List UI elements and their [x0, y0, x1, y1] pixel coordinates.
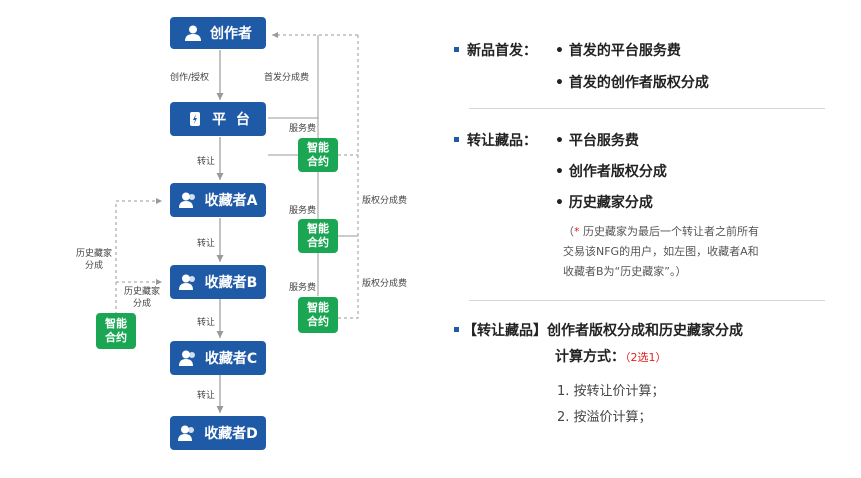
- divider: [469, 108, 825, 109]
- service-fee-label-2: 服务费: [289, 206, 317, 216]
- user-icon: [178, 350, 195, 366]
- bullet-dot: •: [555, 164, 564, 180]
- history-split-label-mid: 历史藏家分成: [120, 286, 164, 310]
- history-split-l2: 分成: [132, 299, 151, 309]
- collector-a-node: 收藏者A: [170, 183, 266, 217]
- note-line1: 历史藏家为最后一个转让者之前所有: [583, 225, 759, 238]
- item-text: 创作者版权分成: [568, 164, 667, 180]
- bullet-dot: •: [555, 133, 564, 149]
- sc-line1: 智能: [307, 301, 329, 314]
- smart-contract-2: 智能合约: [298, 219, 338, 253]
- user-icon: [178, 192, 195, 208]
- sc-line1: 智能: [307, 141, 329, 154]
- history-split-label-left: 历史藏家分成: [72, 248, 116, 272]
- service-fee-label-1: 服务费: [289, 124, 317, 134]
- collector-a-label: 收藏者A: [204, 193, 258, 209]
- collector-d-label: 收藏者D: [204, 426, 258, 442]
- smart-contract-1: 智能合约: [298, 138, 338, 172]
- method-2: 2. 按溢价计算；: [557, 410, 652, 425]
- square-bullet-icon: [454, 327, 459, 332]
- note-line3: 收藏者B为“历史藏家”。）: [563, 265, 687, 278]
- history-split-l2: 分成: [84, 261, 103, 271]
- history-collector-note: （* 历史藏家为最后一个转让者之前所有 交易该NFG的用户，如左图，收藏者A和 …: [563, 222, 843, 282]
- platform-icon: [190, 112, 201, 126]
- section2-item-1: • 平台服务费: [555, 130, 639, 150]
- history-split-l1: 历史藏家: [75, 249, 112, 259]
- section1-item-2: • 首发的创作者版权分成: [555, 72, 709, 92]
- item-text: 平台服务费: [568, 133, 639, 149]
- sc-line2: 合约: [307, 315, 329, 328]
- calc-method-label: 计算方式：: [555, 349, 625, 365]
- sc-line2: 合约: [105, 331, 127, 344]
- collector-c-label: 收藏者C: [204, 351, 258, 367]
- section3-subtitle: 计算方式：（2选1）: [555, 346, 667, 366]
- method-1: 1. 按转让价计算；: [557, 384, 665, 399]
- copyright-fee-label-2: 版权分成费: [362, 279, 408, 289]
- section1-title: 新品首发：: [467, 43, 537, 59]
- platform-label: 平 台: [212, 112, 250, 128]
- copyright-fee-label-1: 版权分成费: [362, 196, 408, 206]
- collector-d-node: 收藏者D: [170, 416, 266, 450]
- sc-line2: 合约: [307, 236, 329, 249]
- bullet-dot: •: [555, 195, 564, 211]
- note-star: *: [574, 225, 580, 238]
- square-bullet-icon: [454, 47, 459, 52]
- history-split-l1: 历史藏家: [123, 287, 160, 297]
- note-line2: 交易该NFG的用户，如左图，收藏者A和: [563, 245, 759, 258]
- sc-line1: 智能: [307, 222, 329, 235]
- service-fee-label-3: 服务费: [289, 283, 317, 293]
- section3-title: 【转让藏品】创作者版权分成和历史藏家分成: [463, 323, 743, 339]
- user-icon: [185, 25, 201, 41]
- creator-label: 创作者: [210, 26, 252, 42]
- item-text: 首发的创作者版权分成: [568, 75, 709, 91]
- smart-contract-3: 智能合约: [298, 297, 338, 333]
- section2-item-2: • 创作者版权分成: [555, 161, 667, 181]
- choose-one-note: （2选1）: [625, 351, 667, 364]
- collector-c-node: 收藏者C: [170, 341, 266, 375]
- transfer-label-2: 转让: [197, 239, 216, 249]
- first-sale-fee-label: 首发分成费: [264, 73, 310, 83]
- transfer-label-3: 转让: [197, 318, 216, 328]
- bullet-dot: •: [555, 75, 564, 91]
- create-authorize-label: 创作/授权: [170, 73, 210, 83]
- user-icon: [178, 425, 195, 441]
- transfer-label-4: 转让: [197, 391, 216, 401]
- divider: [469, 300, 825, 301]
- note-open: （: [563, 225, 574, 238]
- sc-line1: 智能: [105, 317, 127, 330]
- creator-node: 创作者: [170, 17, 266, 49]
- collector-b-node: 收藏者B: [170, 265, 266, 299]
- square-bullet-icon: [454, 137, 459, 142]
- section2-title: 转让藏品：: [467, 133, 537, 149]
- platform-node: 平 台: [170, 102, 266, 136]
- collector-b-label: 收藏者B: [204, 275, 258, 291]
- item-text: 历史藏家分成: [568, 195, 653, 211]
- bullet-dot: •: [555, 43, 564, 59]
- user-icon: [178, 274, 195, 290]
- sc-line2: 合约: [307, 155, 329, 168]
- section1-item-1: • 首发的平台服务费: [555, 40, 681, 60]
- transfer-label-1: 转让: [197, 157, 216, 167]
- smart-contract-4: 智能合约: [96, 313, 136, 349]
- item-text: 首发的平台服务费: [568, 43, 681, 59]
- section2-item-3: • 历史藏家分成: [555, 192, 653, 212]
